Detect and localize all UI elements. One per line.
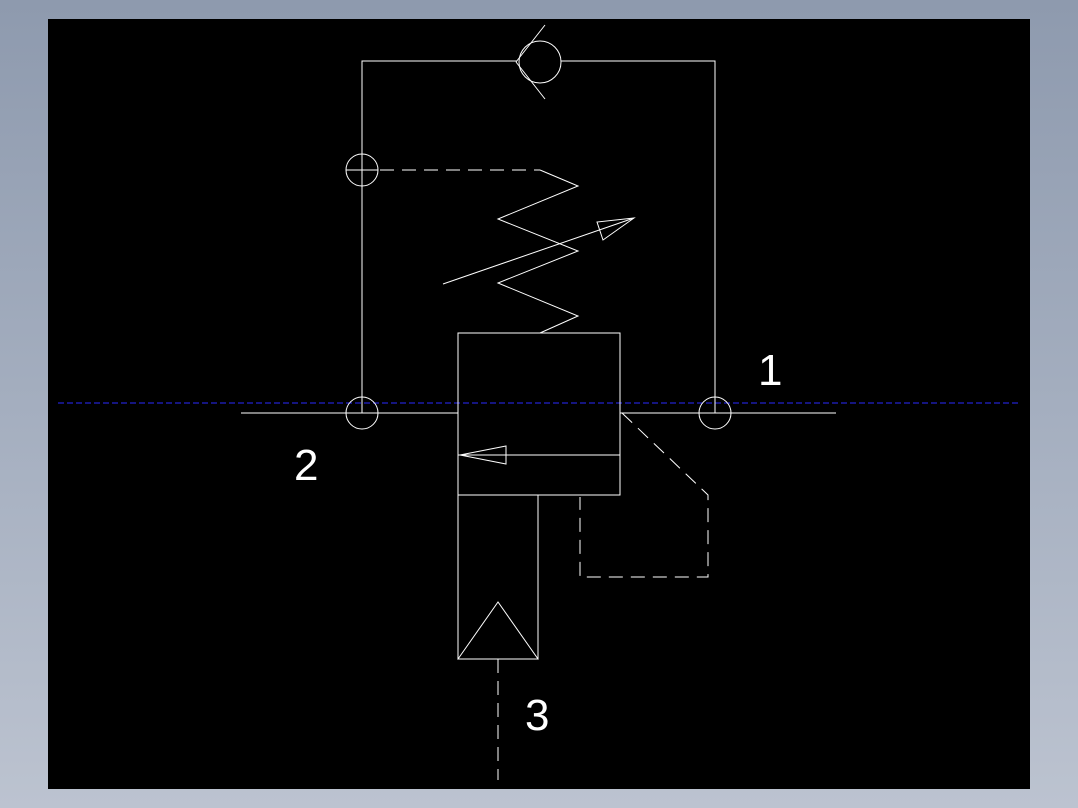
adjustable-arrow xyxy=(442,217,636,285)
check-valve-symbol xyxy=(515,24,562,100)
spring-zigzag xyxy=(496,169,580,334)
port-label-1: 1 xyxy=(758,346,782,395)
piston-chamber xyxy=(457,494,539,660)
port-label-2: 2 xyxy=(294,441,318,490)
port-label-3: 3 xyxy=(525,691,549,740)
bypass-line-left xyxy=(361,60,517,413)
exhaust-triangle-icon xyxy=(457,601,539,660)
pilot-junction xyxy=(345,153,379,187)
pilot-line-feedback xyxy=(579,412,709,578)
drawing-canvas xyxy=(48,19,1030,789)
bypass-line-right xyxy=(561,60,716,413)
flow-direction-arrow xyxy=(459,445,620,465)
junction-port-2 xyxy=(345,396,379,430)
junction-port-1 xyxy=(698,396,732,430)
valve-body xyxy=(457,332,621,496)
